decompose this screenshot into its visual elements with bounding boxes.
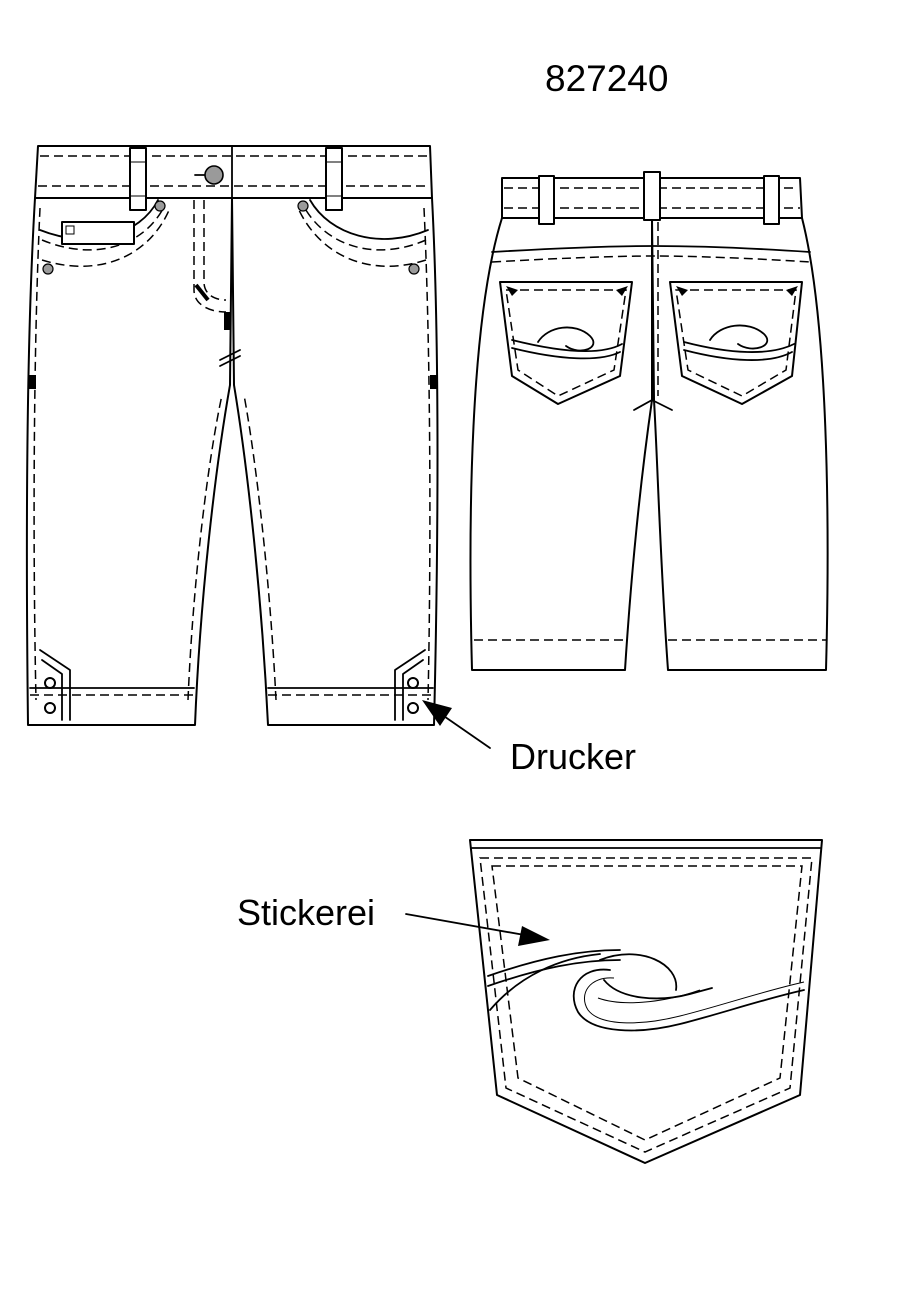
back-pocket-right <box>669 281 803 405</box>
embroidery-callout-arrow <box>405 913 550 946</box>
back-view <box>469 171 829 671</box>
embroidery-motif <box>487 949 805 1032</box>
embroidery-callout-label: Stickerei <box>237 892 376 933</box>
pocket-detail <box>469 839 823 1164</box>
article-number: 827240 <box>545 58 669 99</box>
print-callout-label: Drucker <box>510 736 637 777</box>
back-pocket-left <box>499 281 633 405</box>
front-left-leg <box>25 197 233 726</box>
front-fly <box>193 200 241 367</box>
print-callout-arrow <box>422 700 491 749</box>
front-waistband <box>34 145 433 199</box>
front-belt-loops <box>129 147 343 211</box>
front-view <box>25 145 439 726</box>
front-pockets <box>39 199 429 275</box>
front-right-leg <box>231 197 439 726</box>
front-hem-snaps <box>39 649 426 721</box>
front-button <box>204 165 224 185</box>
